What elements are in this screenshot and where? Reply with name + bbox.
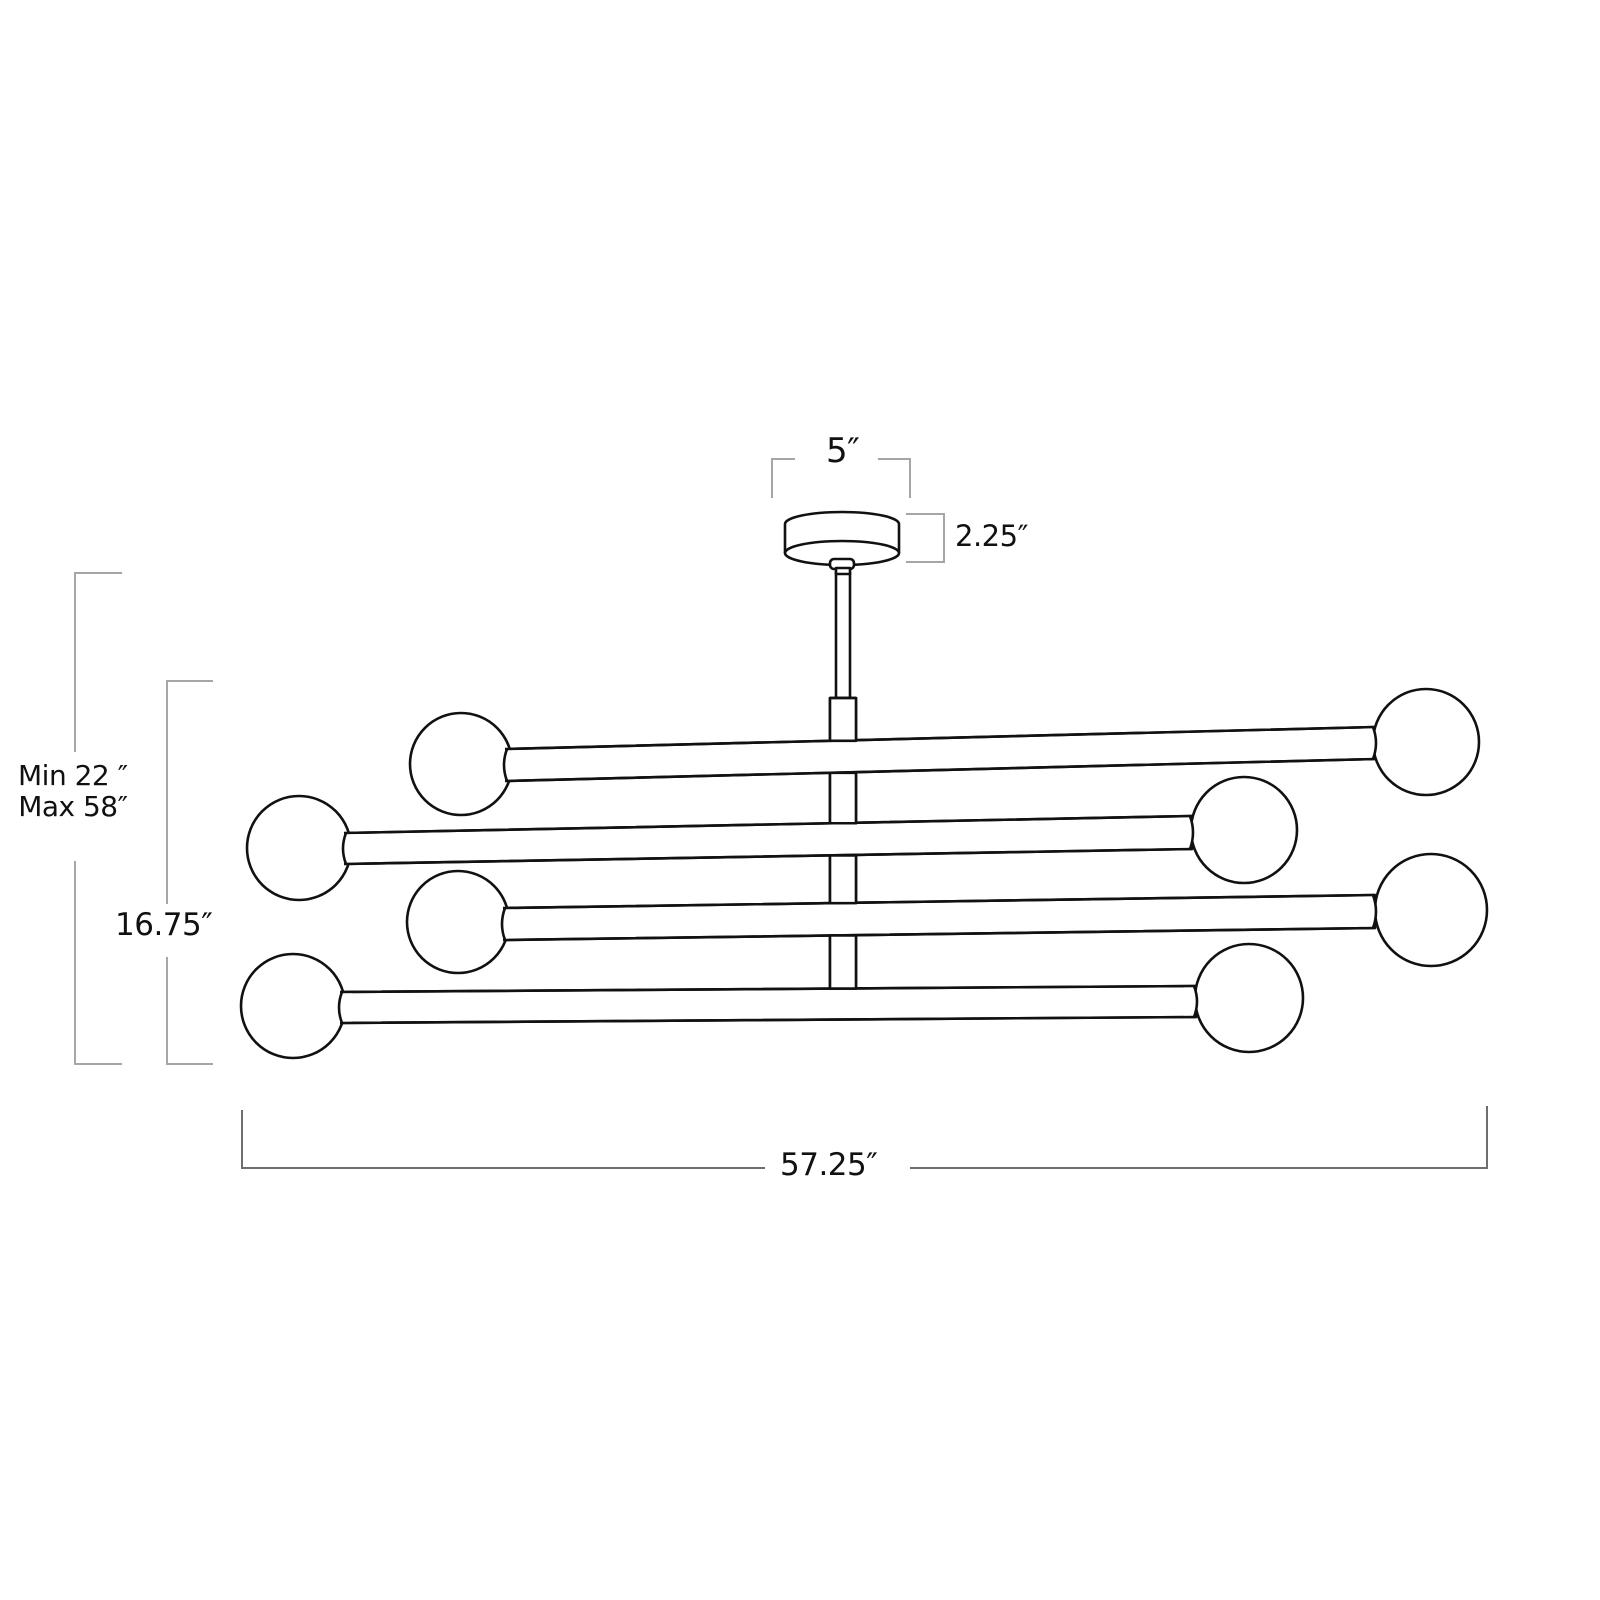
arm-3-left-globe-icon — [405, 869, 511, 975]
arm-1-left-globe-icon — [408, 711, 514, 817]
arm-3-left-socket-edge — [500, 907, 507, 941]
arm-2-right-globe-icon — [1189, 775, 1299, 885]
arm-1-right-socket-edge — [1371, 726, 1378, 760]
arm-1-bar — [503, 725, 1377, 783]
arm-1-left-socket-edge — [502, 748, 509, 782]
arm-4-left-socket — [339, 992, 352, 1023]
arm-2-left-socket — [343, 833, 356, 864]
body-height-label: 16.75″ — [115, 907, 213, 943]
arm-3-right-socket-edge — [1371, 894, 1378, 929]
overall-width-bracket-right — [910, 1106, 1488, 1169]
arm-1-left-socket — [504, 749, 517, 781]
spine-segment-1 — [828, 696, 858, 743]
overall-width-label: 57.25″ — [780, 1147, 878, 1183]
canopy-width-bracket-left — [771, 458, 795, 498]
canopy-width-bracket-right — [878, 458, 911, 498]
overall-height-label: Min 22 ″ Max 58″ — [18, 760, 128, 823]
body-height-bracket-top — [166, 680, 213, 904]
arm-4-left-socket-edge — [337, 991, 344, 1024]
arm-3-right-globe-icon — [1373, 852, 1489, 968]
arm-2-right-socket-edge — [1188, 815, 1195, 850]
arm-2-bar-edges — [343, 814, 1193, 866]
canopy-height-label: 2.25″ — [955, 519, 1028, 553]
arm-4-right-globe-icon — [1193, 942, 1305, 1054]
spine-segment-4 — [828, 934, 858, 990]
arm-3-left-socket — [502, 908, 515, 940]
arm-1-right-globe-icon — [1371, 687, 1481, 797]
overall-height-bracket-bottom — [74, 861, 122, 1065]
arm-2-right-socket — [1180, 816, 1193, 849]
canopy-height-bracket — [906, 513, 945, 563]
arm-3-right-socket — [1363, 895, 1376, 928]
dimension-lines — [74, 458, 945, 1065]
arm-4-bar-edges — [339, 984, 1197, 1025]
overall-width-bracket — [241, 1106, 1488, 1169]
arm-4-left-globe-icon — [239, 952, 347, 1060]
body-height-bracket-bottom — [166, 957, 213, 1065]
overall-height-min-label: Min 22 ″ — [18, 759, 128, 792]
arm-3-bar-edges — [502, 893, 1376, 942]
arm-1-right-socket — [1363, 727, 1376, 759]
overall-height-bracket-top — [74, 572, 122, 752]
canopy-body — [783, 510, 901, 567]
arm-4-right-socket-edge — [1192, 985, 1199, 1018]
arm-4-right-socket — [1184, 986, 1197, 1017]
spine-segment-2 — [828, 771, 858, 825]
overall-height-max-label: Max 58″ — [18, 790, 128, 824]
canopy-bottom-rim — [783, 539, 901, 554]
stem-rod — [834, 570, 852, 700]
canopy-width-label: 5″ — [826, 431, 860, 471]
spine-segment-3 — [828, 854, 858, 905]
stem-top — [834, 566, 852, 576]
arm-2-left-socket-edge — [341, 832, 348, 865]
arm-2-left-globe-icon — [245, 794, 353, 902]
arm-1-bar-edges — [504, 725, 1376, 783]
chandelier-fixture — [239, 510, 1489, 1060]
overall-width-bracket-left — [241, 1110, 765, 1169]
